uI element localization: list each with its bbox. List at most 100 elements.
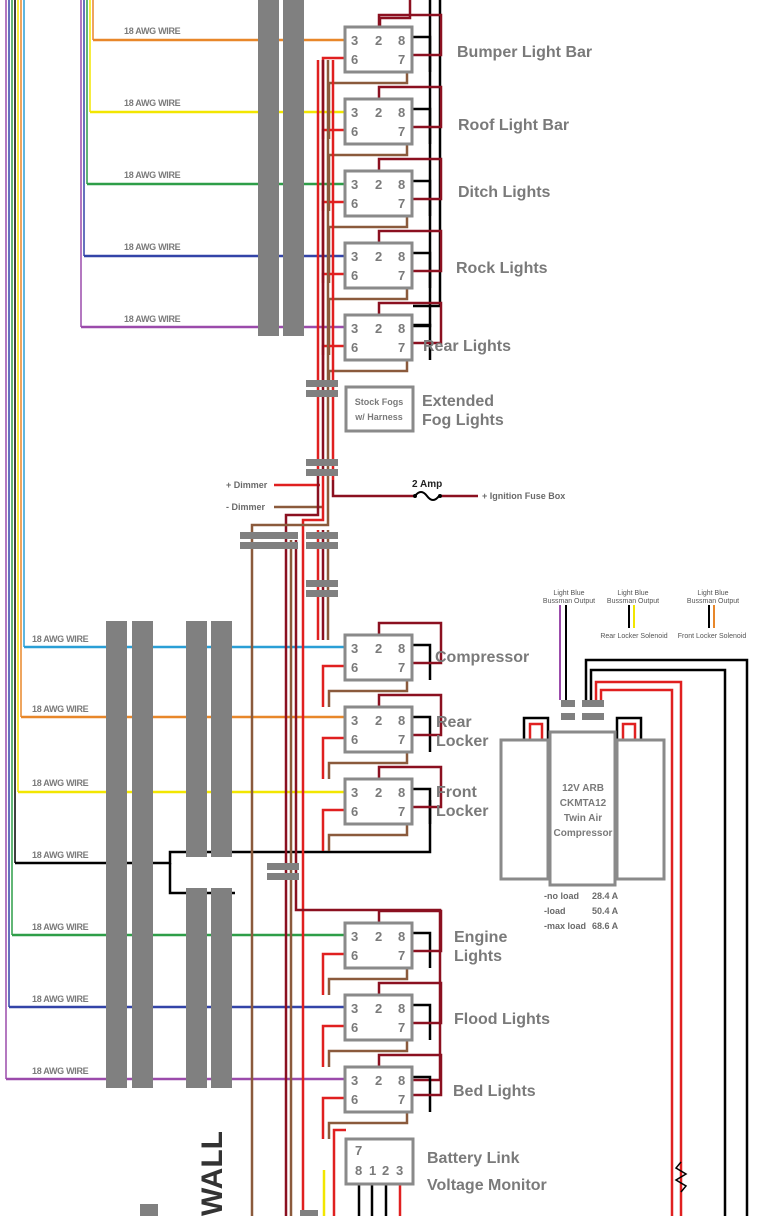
relay-label-rear-lights: Rear Lights (423, 338, 512, 355)
connector (306, 469, 338, 476)
compressor-line3: Twin Air (564, 813, 602, 824)
connector (267, 873, 299, 880)
bus-bar (211, 621, 232, 857)
relay-pin-2: 2 (375, 641, 382, 656)
relay-pin-3: 3 (351, 249, 358, 264)
relay-pin-3: 3 (351, 641, 358, 656)
relay-pin-6: 6 (351, 660, 358, 675)
relay-pin-2: 2 (375, 321, 382, 336)
firewall-label: WALL (196, 1131, 229, 1216)
dimmer-minus-label: - Dimmer (226, 502, 266, 512)
bussman-output-3-line2: Bussman Output (686, 598, 740, 605)
relay-pin-8: 8 (398, 713, 405, 728)
bus-bar (186, 888, 207, 1088)
compressor-line2: CKMTA12 (560, 798, 607, 809)
relay-ground-wire (327, 824, 409, 851)
relay-pin-7: 7 (398, 340, 405, 355)
compressor-body (548, 730, 617, 887)
motor-wire (621, 722, 637, 740)
relay-pin-6: 6 (351, 52, 358, 67)
bussman-output-3-line1: Light Blue (697, 590, 729, 597)
relay-coil-wire (321, 1024, 345, 1067)
connector (306, 532, 338, 539)
relay-pin-7: 7 (398, 732, 405, 747)
relay-pin-8: 8 (398, 105, 405, 120)
relay-feed-wire (377, 85, 443, 129)
relay-output-wire (412, 323, 432, 360)
motor-wire (522, 716, 550, 740)
connector (561, 713, 575, 720)
relay-output-wire (412, 35, 432, 72)
power-riser (301, 470, 325, 1216)
relay-pin-7: 7 (398, 268, 405, 283)
compressor-ground (584, 658, 749, 1216)
battery-pin-1: 1 (369, 1163, 376, 1178)
bussman-output-2-line2: Bussman Output (606, 598, 660, 605)
battery-link-box (344, 1137, 415, 1186)
relay-label-front-locker-2: Locker (436, 803, 489, 820)
relay-mid-1 (343, 705, 414, 754)
relay-coil-wire (321, 808, 345, 851)
relay-ground-wire (327, 1112, 409, 1139)
relay-label-front-locker-1: Front (436, 784, 477, 801)
bus-bar (211, 888, 232, 1088)
bus-bar (258, 0, 279, 336)
relay-pin-6: 6 (351, 948, 358, 963)
connector (582, 713, 604, 720)
relay-feed-wire (377, 621, 443, 665)
relay-top-2 (343, 169, 414, 218)
wire-tag: 18 AWG WIRE (32, 994, 89, 1004)
relay-pin-2: 2 (375, 177, 382, 192)
bus-bar (283, 0, 304, 336)
relay-pin-8: 8 (398, 641, 405, 656)
wire-tag: 18 AWG WIRE (32, 1066, 89, 1076)
relay-output-wire (412, 251, 432, 288)
relay-pin-8: 8 (398, 177, 405, 192)
dimmer-plus-label: + Dimmer (226, 480, 268, 490)
ignition-label: + Ignition Fuse Box (482, 491, 566, 501)
fuse-terminal (438, 494, 442, 498)
bussman-output-1-line1: Light Blue (553, 590, 585, 597)
relay-label-flood-lights: Flood Lights (454, 1011, 550, 1028)
relay-pin-2: 2 (375, 785, 382, 800)
bus-bar (106, 621, 127, 1088)
relay-ground-wire (327, 968, 409, 995)
relay-pin-7: 7 (398, 1092, 405, 1107)
load-spec-no-load-value: 28.4 A (592, 891, 619, 901)
relay-coil-wire (321, 736, 345, 779)
wire-tag: 18 AWG WIRE (124, 98, 181, 108)
relay-label-compressor: Compressor (435, 649, 530, 666)
relay-output-wire (412, 715, 432, 752)
relay-pin-2: 2 (375, 713, 382, 728)
firewall-grommet (140, 1204, 158, 1216)
fog-box-line2: w/ Harness (354, 412, 403, 422)
relay-output-wire (412, 643, 432, 680)
battery-pin-7: 7 (355, 1143, 362, 1158)
relay-pin-3: 3 (351, 321, 358, 336)
compressor-line1: 12V ARB (562, 783, 604, 794)
relay-pin-6: 6 (351, 340, 358, 355)
fuse-icon (674, 1161, 688, 1193)
connector (306, 390, 338, 397)
relay-label-rear-locker-2: Locker (436, 733, 489, 750)
load-spec-load-label: -load (544, 906, 566, 916)
relay-pin-3: 3 (351, 33, 358, 48)
load-spec-no-load-label: -no load (544, 891, 579, 901)
relay-ground-wire (327, 360, 409, 380)
relay-label-rear-locker-1: Rear (436, 714, 472, 731)
relay-pin-2: 2 (375, 33, 382, 48)
connector (561, 700, 575, 707)
relay-feed-wire (377, 229, 443, 273)
relay-mid-2 (343, 777, 414, 826)
connector (306, 542, 338, 549)
relay-pin-6: 6 (351, 268, 358, 283)
relay-pin-8: 8 (398, 1073, 405, 1088)
wire-tag: 18 AWG WIRE (32, 634, 89, 644)
rear-locker-solenoid-label: Rear Locker Solenoid (600, 633, 668, 640)
connector (240, 542, 272, 549)
relay-output-wire (412, 179, 432, 216)
motor-wire (528, 722, 544, 740)
relay-pin-8: 8 (398, 321, 405, 336)
relay-top-4 (343, 313, 414, 362)
relay-pin-2: 2 (375, 929, 382, 944)
